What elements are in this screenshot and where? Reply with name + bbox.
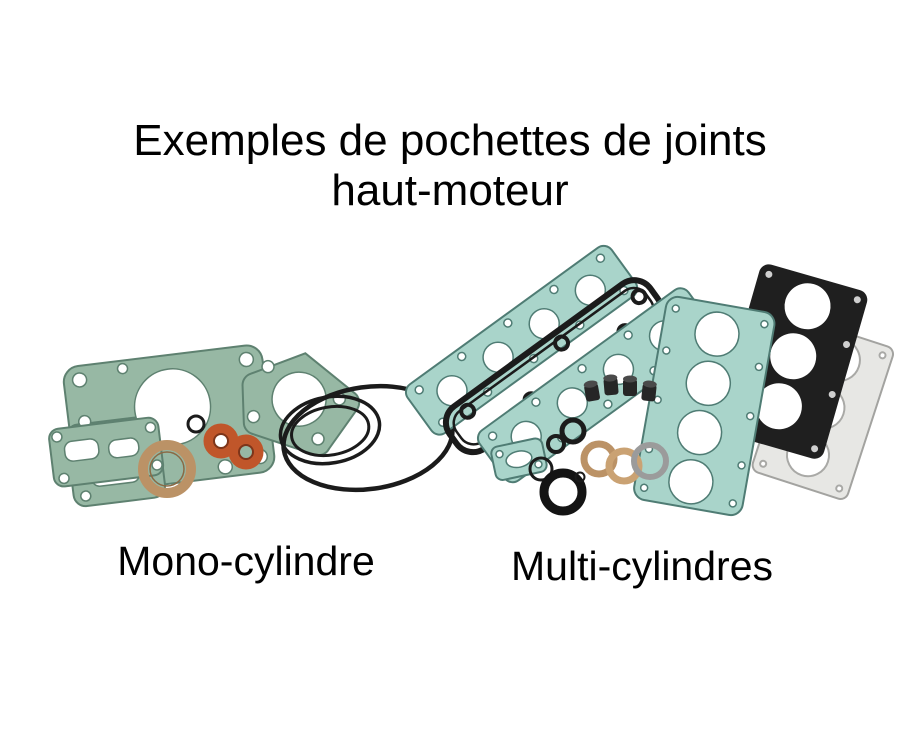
multi-cylinder-figure [404, 244, 895, 517]
bolt-holes [246, 359, 347, 446]
caption-multi-cylindres: Multi-cylindres [511, 543, 773, 589]
valve-stem-seals [583, 374, 657, 402]
four-bore-head-gasket [633, 295, 776, 517]
crank-seal [528, 456, 587, 516]
fiber-ring [138, 440, 196, 498]
sealing-rings [580, 440, 669, 485]
mono-cylinder-figure [48, 344, 455, 508]
small-orings [546, 417, 587, 454]
small-oring [186, 414, 206, 434]
bolt-holes [51, 421, 163, 485]
caption-mono-cylindre: Mono-cylindre [117, 538, 375, 584]
title-line-2: haut-moteur [331, 166, 569, 216]
copper-washers [203, 423, 264, 470]
page-title: Exemples de pochettes de joints haut-mot… [0, 116, 900, 216]
title-line-1: Exemples de pochettes de joints [133, 116, 767, 165]
small-port-gasket [490, 437, 548, 481]
strip-gasket [48, 416, 165, 488]
